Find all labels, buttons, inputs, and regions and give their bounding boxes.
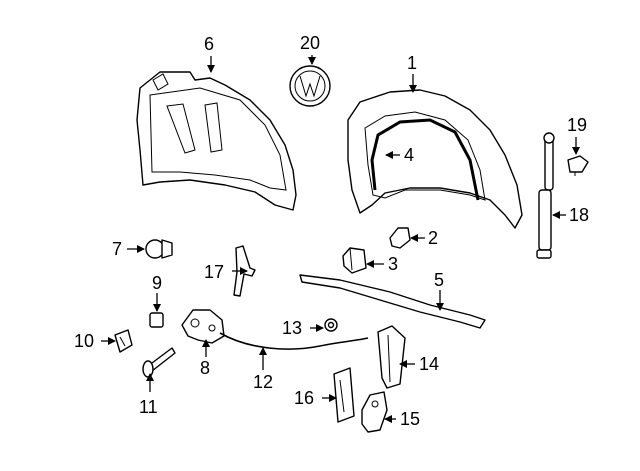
callout-15: 15 — [400, 409, 420, 429]
callout-20: 20 — [300, 33, 320, 53]
hood-panel-part — [347, 89, 523, 229]
callout-18: 18 — [569, 205, 589, 225]
callout-5: 5 — [434, 270, 444, 290]
clip-19-part — [567, 155, 589, 176]
callout-8: 8 — [200, 358, 210, 378]
callout-2: 2 — [428, 228, 438, 248]
bracket-15-part — [361, 391, 388, 433]
callout-3: 3 — [388, 254, 398, 274]
callout-16: 16 — [294, 388, 314, 408]
callout-6: 6 — [204, 34, 214, 54]
clip-10-part — [114, 329, 133, 353]
callout-11: 11 — [139, 397, 158, 417]
seal-strip-part — [299, 274, 486, 329]
release-lever-part — [377, 325, 406, 389]
callout-9: 9 — [152, 273, 162, 293]
pad-3-part — [342, 247, 367, 274]
callout-14: 14 — [419, 354, 439, 374]
bolt-11-part — [142, 347, 176, 378]
stop-bumper-part — [389, 227, 411, 249]
callout-7: 7 — [112, 239, 122, 259]
callout-10: 10 — [74, 331, 94, 351]
plug-7-part — [145, 239, 173, 259]
callout-19: 19 — [567, 115, 587, 135]
callout-labels: 6 20 1 4 19 18 2 3 5 7 17 9 10 11 8 12 1… — [74, 33, 589, 429]
callout-1: 1 — [407, 53, 417, 73]
callout-12: 12 — [253, 372, 273, 392]
callout-17: 17 — [204, 262, 224, 282]
release-cable-part — [219, 332, 369, 350]
hood-strut-part — [536, 132, 555, 259]
leader-lines — [101, 55, 580, 423]
hood-seal-part — [370, 118, 480, 201]
callout-13: 13 — [282, 318, 302, 338]
plate-16-part — [333, 367, 355, 423]
block-9-part — [149, 312, 164, 328]
fastener-13-part — [324, 318, 338, 332]
hood-inner-panel-part — [136, 71, 297, 211]
emblem-part — [289, 65, 331, 107]
callout-4: 4 — [404, 145, 414, 165]
latch-part — [181, 309, 225, 344]
